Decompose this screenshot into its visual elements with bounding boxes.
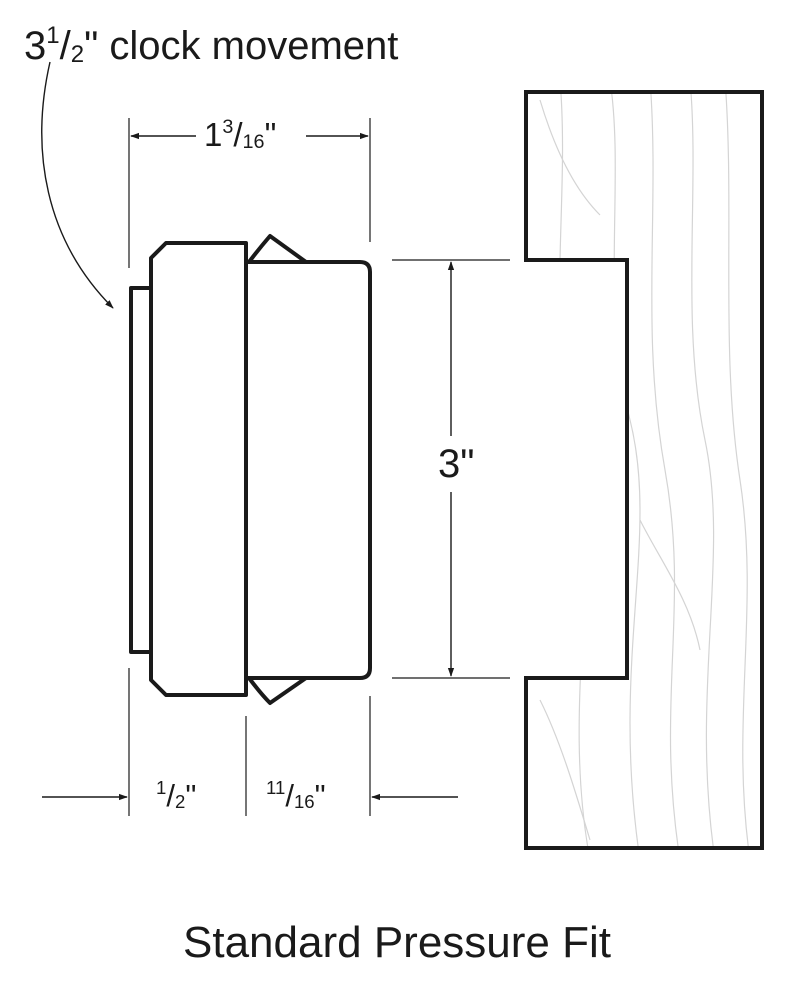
wood-panel	[524, 90, 764, 850]
movement-front-lip	[129, 286, 151, 654]
wood-panel-fill	[526, 92, 762, 848]
depth-front-unit: "	[185, 778, 197, 813]
depth-front-slash: /	[166, 778, 175, 813]
depth-back-slash: /	[285, 778, 294, 813]
width-numerator: 3	[222, 116, 234, 139]
movement-leader-arrow	[41, 61, 114, 309]
wood-panel-outline	[524, 90, 764, 850]
clock-movement-label: 31/2" clock movement	[24, 22, 399, 69]
depth-front-numerator: 1	[156, 776, 167, 798]
wood-grain	[539, 92, 751, 848]
depth-back-label: 11/16"	[266, 776, 326, 814]
movement-front-body	[149, 241, 248, 697]
dimension-lines	[41, 61, 458, 801]
movement-clip-bottom	[247, 676, 308, 705]
movement-size-slash: /	[59, 24, 71, 68]
movement-size-numerator: 1	[46, 22, 60, 50]
clock-movement	[129, 234, 372, 705]
depth-back-numerator: 11	[266, 776, 286, 798]
width-slash: /	[233, 116, 243, 153]
extension-lines	[128, 118, 510, 816]
width-whole: 1	[204, 116, 223, 153]
movement-label-rest: " clock movement	[84, 24, 399, 68]
diagram-caption: Standard Pressure Fit	[183, 918, 611, 967]
movement-size-denominator: 2	[70, 40, 85, 68]
movement-rear-body	[244, 260, 372, 680]
depth-front-denominator: 2	[174, 791, 186, 813]
width-denominator: 16	[242, 131, 265, 154]
height-dimension-label: 3"	[436, 440, 477, 489]
depth-back-unit: "	[314, 778, 326, 813]
depth-front-label: 1/2"	[156, 776, 197, 814]
movement-size-whole: 3	[24, 24, 47, 68]
movement-clip-top	[247, 234, 308, 264]
width-unit: "	[264, 116, 277, 153]
depth-back-denominator: 16	[293, 791, 315, 813]
width-dimension-label: 13/16"	[200, 116, 281, 154]
